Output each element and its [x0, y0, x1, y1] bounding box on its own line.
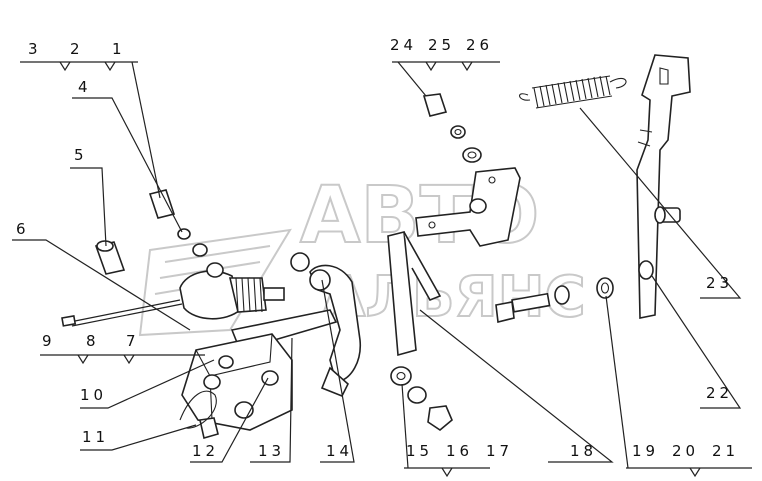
leader-lines: [12, 61, 752, 478]
label-20: 20: [672, 442, 699, 460]
upper-bracket: [415, 167, 521, 247]
label-8: 8: [86, 332, 100, 350]
bolt-stack-left: [148, 189, 208, 257]
label-9: 9: [42, 332, 56, 350]
tension-spring: [519, 75, 627, 109]
upper-bolt-stack: [422, 93, 482, 163]
label-19: 19: [632, 442, 659, 460]
label-21: 21: [712, 442, 739, 460]
label-26: 26: [466, 36, 493, 54]
label-4: 4: [78, 78, 92, 96]
part-labels: 3 2 1 4 5 6 9 8 7 10 11 12 13 14 15 16 1…: [16, 36, 739, 460]
label-15: 15: [406, 442, 433, 460]
label-5: 5: [74, 146, 88, 164]
label-25: 25: [428, 36, 455, 54]
label-23: 23: [706, 274, 733, 292]
bracket-plate: [636, 54, 691, 319]
label-1: 1: [112, 40, 126, 58]
label-2: 2: [70, 40, 84, 58]
label-13: 13: [258, 442, 285, 460]
hose-fitting: [94, 240, 126, 275]
label-14: 14: [326, 442, 353, 460]
push-rod: [61, 299, 183, 327]
bolt-assembly-right: [495, 277, 614, 323]
label-3: 3: [28, 40, 42, 58]
label-6: 6: [16, 220, 30, 238]
cylinder-bellows: [179, 262, 285, 320]
label-16: 16: [446, 442, 473, 460]
wire-loop: [179, 390, 217, 429]
label-7: 7: [126, 332, 140, 350]
main-housing: [181, 333, 293, 440]
washer-nut-stack: [390, 366, 453, 431]
link-bar: [387, 230, 442, 357]
label-24: 24: [390, 36, 417, 54]
label-10: 10: [80, 386, 107, 404]
label-12: 12: [192, 442, 219, 460]
label-18: 18: [570, 442, 597, 460]
label-11: 11: [82, 428, 109, 446]
label-22: 22: [706, 384, 733, 402]
label-17: 17: [486, 442, 513, 460]
